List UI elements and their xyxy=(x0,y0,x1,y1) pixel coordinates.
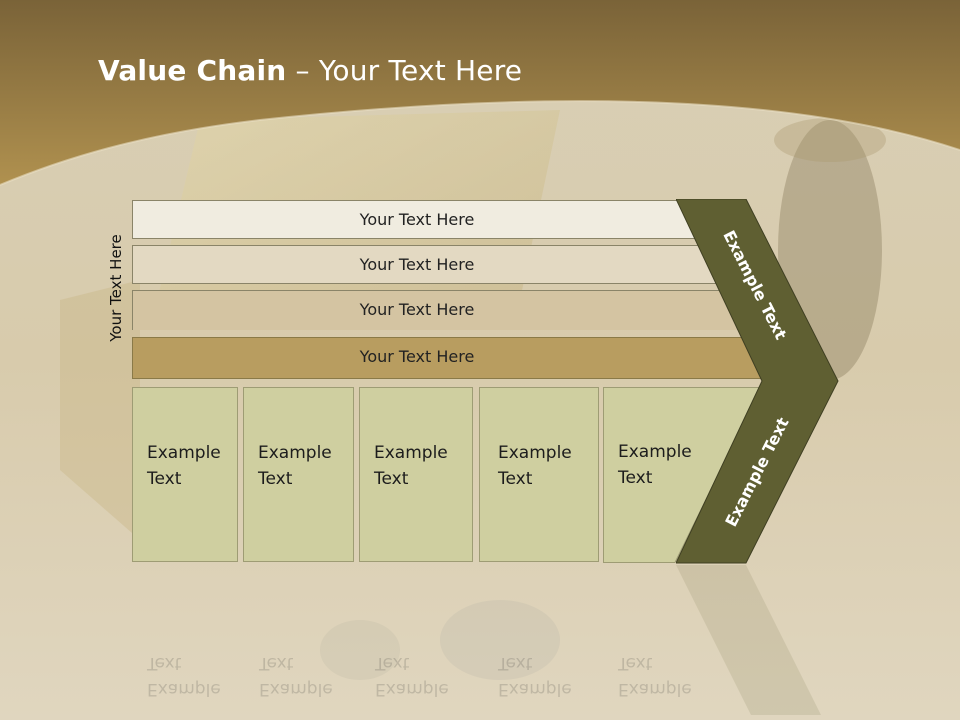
title-bold: Value Chain xyxy=(98,54,287,87)
activity-box-1[interactable]: Example Text xyxy=(132,387,238,562)
box-reflection: Example Text xyxy=(498,653,572,699)
title-rest: – Your Text Here xyxy=(286,54,523,87)
activity-box-5[interactable] xyxy=(603,387,763,563)
activity-box-label: Example Text xyxy=(498,443,572,489)
box-reflection: Example Text xyxy=(259,653,333,699)
activity-box-label: Example Text xyxy=(374,443,448,489)
activity-box-2[interactable]: Example Text xyxy=(243,387,354,562)
activity-box-label: Example Text xyxy=(147,443,221,489)
value-bar-label: Your Text Here xyxy=(359,346,475,366)
box-reflection: Example Text xyxy=(375,653,449,699)
activity-box-3[interactable]: Example Text xyxy=(359,387,473,562)
value-bar-label: Your Text Here xyxy=(359,254,475,274)
chevron-reflection xyxy=(676,565,821,715)
activity-box-4[interactable]: Example Text xyxy=(479,387,599,562)
box-reflection: Example Text xyxy=(147,653,221,699)
value-chevron[interactable] xyxy=(676,199,842,565)
side-label: Your Text Here xyxy=(107,234,125,342)
activity-box-label: Example Text xyxy=(258,443,332,489)
value-bar-label: Your Text Here xyxy=(359,299,475,319)
activity-box-label: Example Text xyxy=(618,442,692,488)
slide-title: Value Chain – Your Text Here xyxy=(98,54,522,87)
value-bar-label: Your Text Here xyxy=(359,209,475,229)
